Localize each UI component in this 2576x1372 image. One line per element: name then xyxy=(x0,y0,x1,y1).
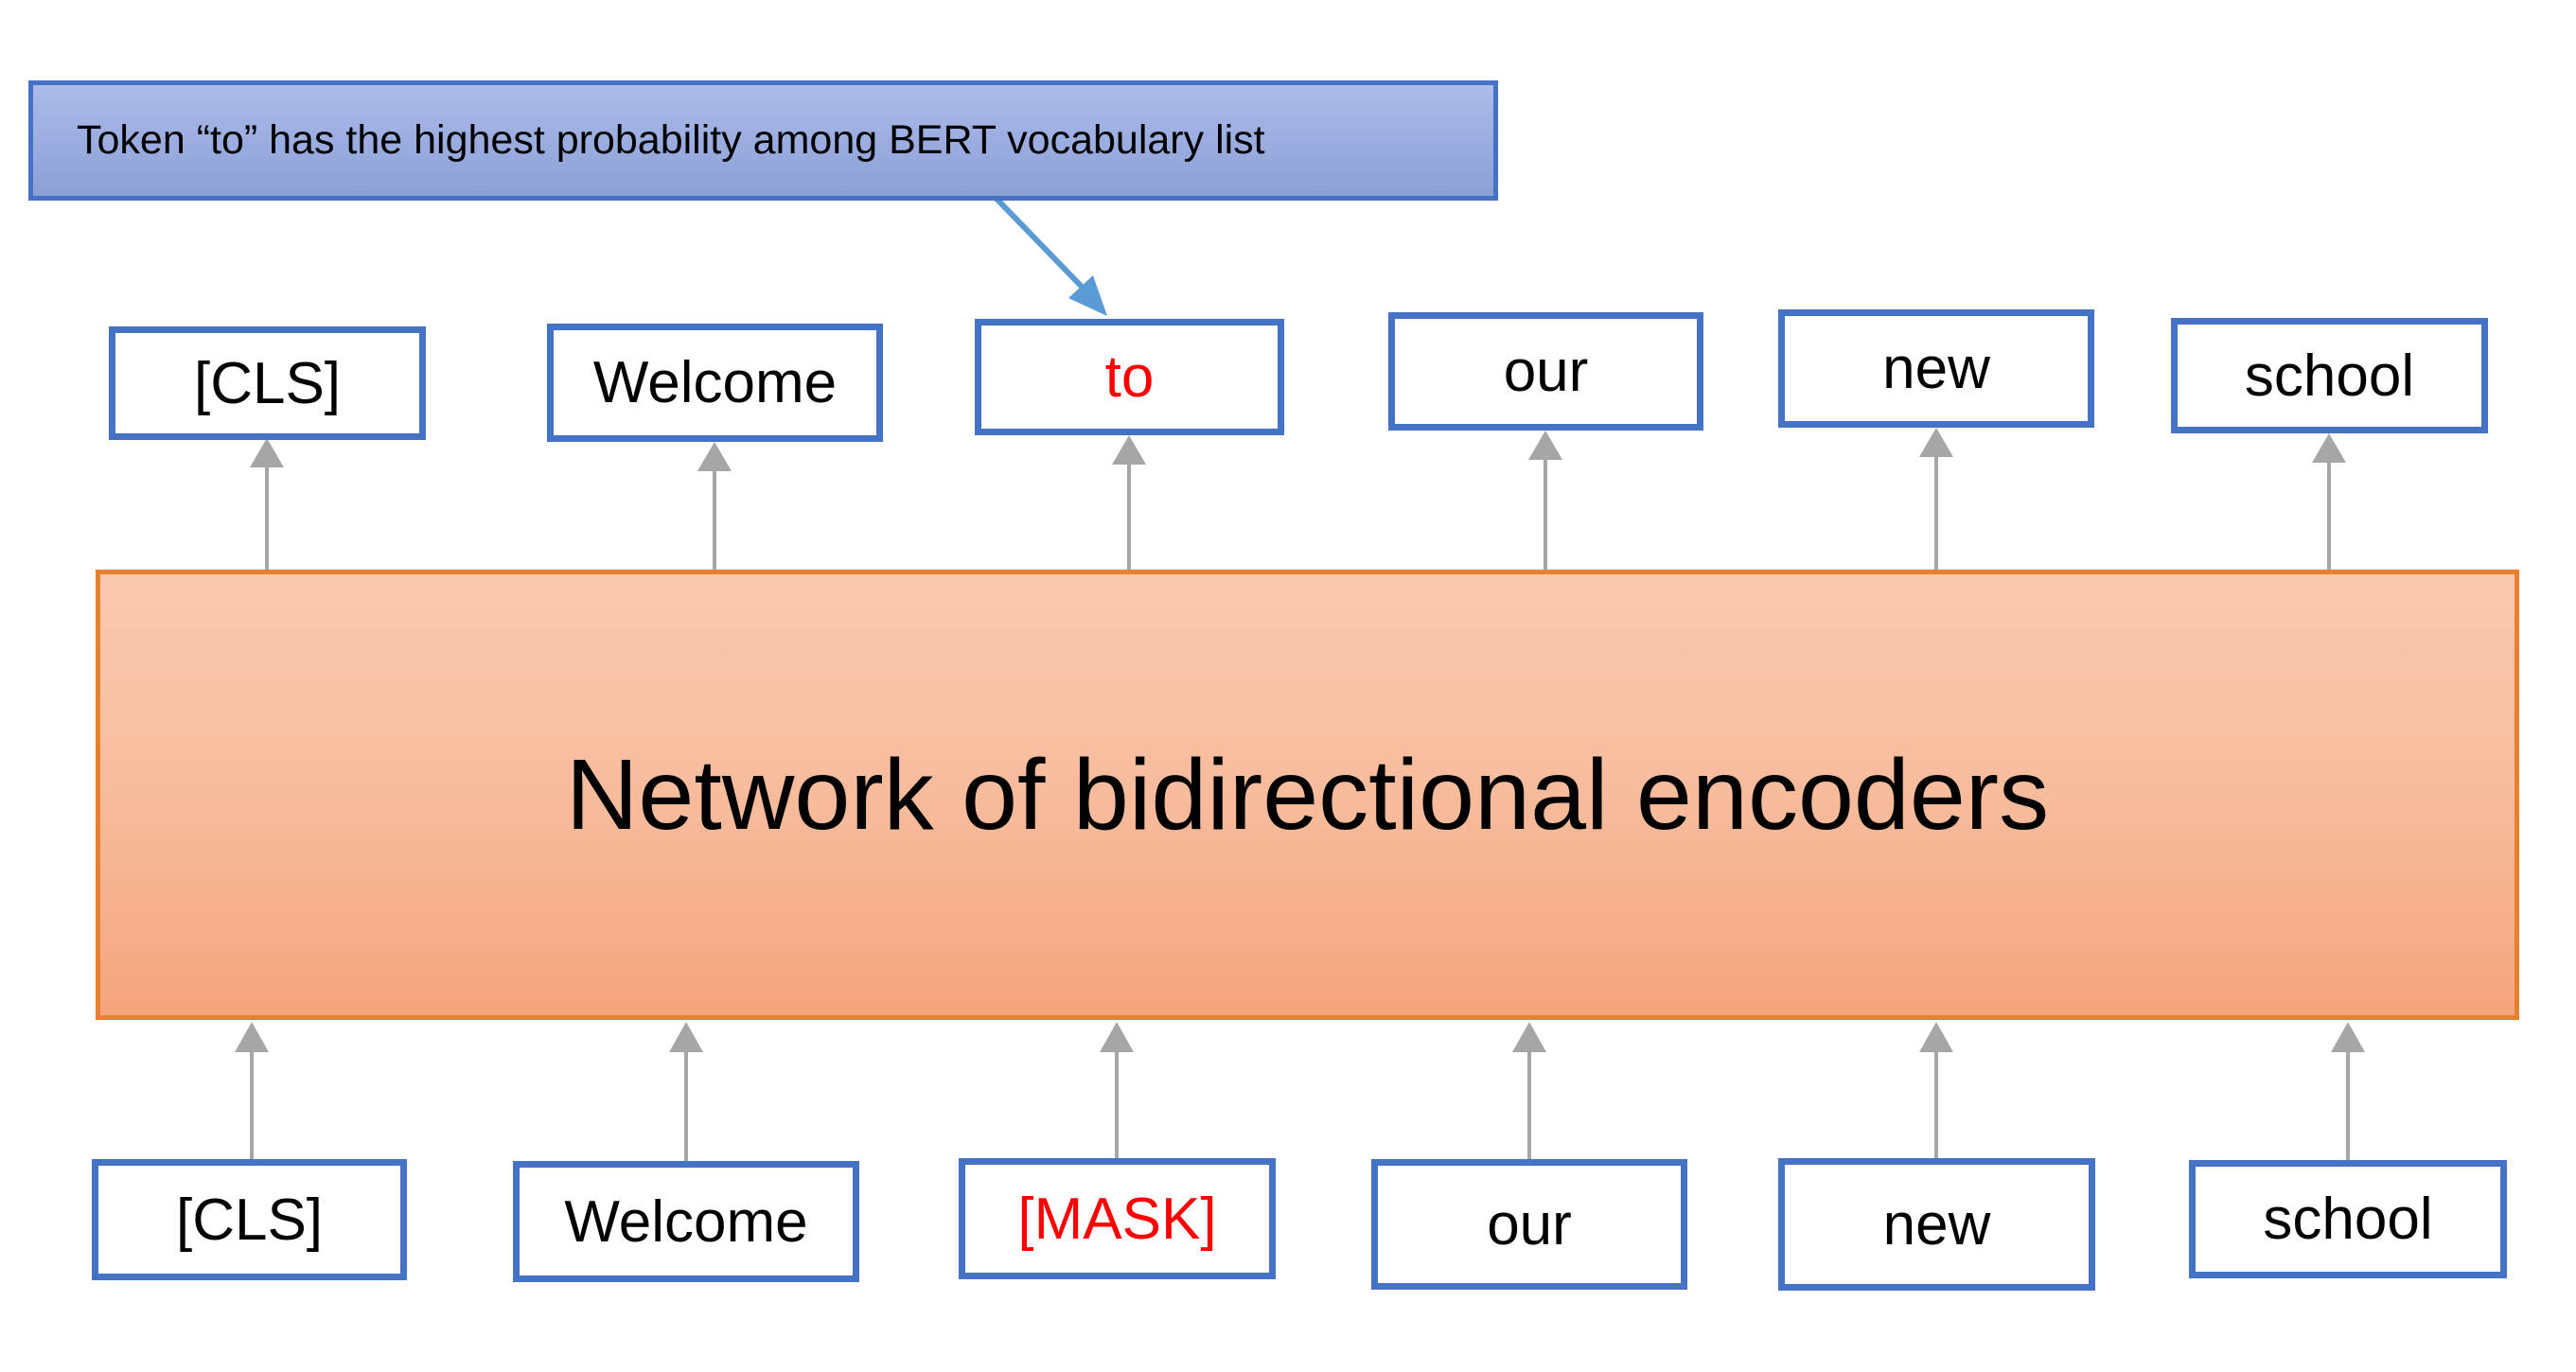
output-token-welcome-label: Welcome xyxy=(592,350,838,415)
output-token-to-label: to xyxy=(1104,344,1155,410)
input-token-cls-label: [CLS] xyxy=(175,1187,324,1253)
input-token-mask: [MASK] xyxy=(959,1158,1276,1279)
arrow-input-school-to-encoder xyxy=(2331,1022,2365,1162)
callout-text: Token “to” has the highest probability a… xyxy=(77,117,1265,163)
encoder-box: Network of bidirectional encoders xyxy=(96,570,2519,1020)
input-token-school: school xyxy=(2189,1160,2507,1278)
output-token-welcome: Welcome xyxy=(547,324,883,442)
input-token-our-label: our xyxy=(1487,1191,1572,1258)
arrow-encoder-to-output-cls xyxy=(250,438,284,572)
output-token-our: our xyxy=(1388,312,1703,431)
output-token-new: new xyxy=(1778,309,2094,428)
arrow-encoder-to-output-welcome xyxy=(697,442,732,572)
arrow-encoder-to-output-our xyxy=(1528,431,1562,572)
input-token-new: new xyxy=(1778,1158,2095,1291)
input-token-cls: [CLS] xyxy=(92,1159,407,1280)
arrow-encoder-to-output-new xyxy=(1919,428,1953,572)
arrow-input-mask-to-encoder xyxy=(1100,1022,1134,1160)
input-token-new-label: new xyxy=(1882,1191,1991,1258)
output-token-cls: [CLS] xyxy=(109,326,426,440)
output-token-cls-label: [CLS] xyxy=(193,350,342,416)
output-token-new-label: new xyxy=(1882,336,1990,401)
arrow-input-cls-to-encoder xyxy=(235,1022,269,1161)
input-token-school-label: school xyxy=(2263,1187,2433,1252)
output-token-school-label: school xyxy=(2244,343,2415,409)
arrow-input-our-to-encoder xyxy=(1512,1022,1546,1161)
callout-pointer-arrow xyxy=(993,195,1107,316)
encoder-label: Network of bidirectional encoders xyxy=(565,738,2050,851)
arrow-encoder-to-output-school xyxy=(2312,433,2346,572)
output-token-our-label: our xyxy=(1503,339,1589,404)
output-token-school: school xyxy=(2171,318,2488,433)
arrow-input-new-to-encoder xyxy=(1919,1022,1953,1160)
input-token-mask-label: [MASK] xyxy=(1017,1186,1217,1252)
input-token-welcome-label: Welcome xyxy=(564,1188,808,1255)
output-token-to: to xyxy=(975,319,1284,435)
input-token-our: our xyxy=(1371,1159,1687,1290)
input-token-welcome: Welcome xyxy=(513,1161,859,1282)
arrow-encoder-to-output-to xyxy=(1112,435,1146,572)
arrow-input-welcome-to-encoder xyxy=(669,1022,703,1163)
callout-note: Token “to” has the highest probability a… xyxy=(28,80,1498,201)
